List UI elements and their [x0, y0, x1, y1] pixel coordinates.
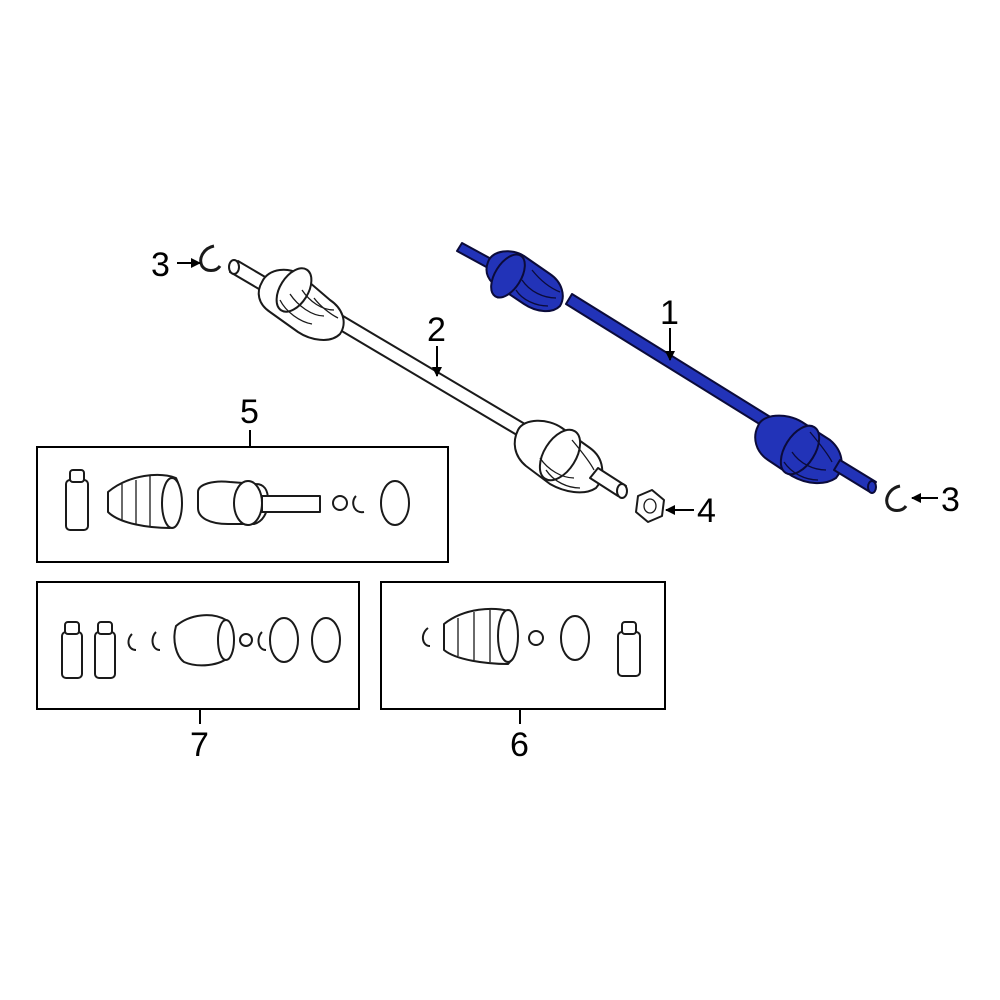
- kit-6-parts: [422, 607, 641, 677]
- kit-7-parts: [61, 614, 341, 679]
- hex-nut-icon[interactable]: [635, 489, 665, 523]
- kit-box-7[interactable]: [36, 581, 360, 710]
- callout-4: 4: [697, 492, 716, 530]
- callout-6: 6: [510, 726, 529, 764]
- callout-2: 2: [427, 311, 446, 349]
- kit-box-5[interactable]: [36, 446, 449, 563]
- callout-3-right: 3: [941, 481, 960, 519]
- snap-ring-right-icon[interactable]: [885, 484, 908, 512]
- snap-ring-left-icon[interactable]: [199, 244, 222, 272]
- callout-5: 5: [240, 393, 259, 431]
- kit-5-parts: [65, 469, 410, 531]
- callout-7: 7: [190, 726, 209, 764]
- callout-1: 1: [660, 294, 679, 332]
- kit-box-6[interactable]: [380, 581, 666, 710]
- axle-shaft-1[interactable]: [456, 242, 877, 494]
- callout-3-left: 3: [151, 246, 170, 284]
- axle-shaft-2[interactable]: [228, 259, 628, 499]
